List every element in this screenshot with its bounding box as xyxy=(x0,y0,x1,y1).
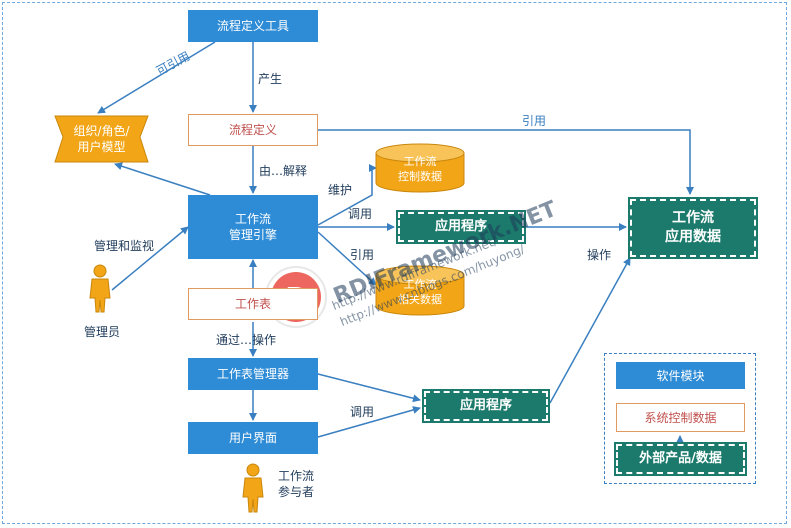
edge-label-reference-mid: 引用 xyxy=(350,248,375,262)
process-definition-label: 流程定义 xyxy=(228,123,277,137)
process-definition: 流程定义 xyxy=(188,114,318,146)
workflow-related-data: 工作流 相关数据 xyxy=(376,273,464,311)
edge-appbottom-to-appdata xyxy=(549,257,631,404)
workflow-application-data-label: 工作流 应用数据 xyxy=(665,210,721,245)
admin-person-icon xyxy=(89,264,111,313)
process-definition-tool-label: 流程定义工具 xyxy=(216,19,289,33)
worklist-label: 工作表 xyxy=(234,297,271,311)
edge-label-maintain: 维护 xyxy=(328,183,353,197)
edge-def-to-appdata xyxy=(318,129,694,195)
org-model-shape xyxy=(54,115,149,163)
worklist-manager-label: 工作表管理器 xyxy=(216,367,289,381)
worklist-manager: 工作表管理器 xyxy=(188,358,318,390)
application-program-top-label: 应用程序 xyxy=(434,219,487,234)
worklist: 工作表 xyxy=(188,288,318,320)
workflow-control-data-label: 工作流 控制数据 xyxy=(398,155,442,183)
participant-person-icon xyxy=(242,463,264,513)
workflow-engine: 工作流 管理引擎 xyxy=(188,195,318,259)
legend-system-control-data-label: 系统控制数据 xyxy=(644,410,717,425)
edge-engine-to-related xyxy=(317,231,377,286)
org-role-user-model-label: 组织/角色/ 用户模型 xyxy=(73,124,130,154)
edge-admin-to-engine xyxy=(111,226,189,291)
edge-tool-to-org xyxy=(97,41,216,114)
edge-label-produce: 产生 xyxy=(258,72,283,86)
control-data-cylinder xyxy=(375,143,465,193)
application-program-bottom: 应用程序 xyxy=(422,389,550,423)
edge-ui-to-app xyxy=(317,406,421,438)
legend-external-product: 外部产品/数据 xyxy=(614,442,747,476)
workflow-related-data-label: 工作流 相关数据 xyxy=(398,278,442,306)
legend xyxy=(604,353,756,484)
edge-label-call-top: 调用 xyxy=(348,207,373,221)
edge-label-reference-top: 引用 xyxy=(522,114,547,128)
legend-external-product-label: 外部产品/数据 xyxy=(639,451,722,466)
admin-label: 管理员 xyxy=(84,325,121,339)
workflow-control-data: 工作流 控制数据 xyxy=(376,150,464,188)
application-program-bottom-label: 应用程序 xyxy=(459,398,512,413)
legend-software-module-label: 软件模块 xyxy=(656,368,705,383)
org-role-user-model: 组织/角色/ 用户模型 xyxy=(55,116,148,162)
edge-label-call-bottom: 调用 xyxy=(350,405,375,419)
edge-label-manage-monitor: 管理和监视 xyxy=(94,239,155,253)
legend-software-module: 软件模块 xyxy=(616,362,745,389)
workflow-application-data: 工作流 应用数据 xyxy=(628,197,758,259)
edge-label-interpret: 由…解释 xyxy=(259,164,308,178)
legend-system-control-data: 系统控制数据 xyxy=(616,403,745,432)
user-interface-label: 用户界面 xyxy=(228,431,277,445)
edge-manager-to-app xyxy=(317,373,421,403)
application-program-top: 应用程序 xyxy=(396,210,526,244)
edge-engine-to-control xyxy=(317,164,377,226)
edge-label-via-operate: 通过…操作 xyxy=(216,333,277,347)
participant-label: 工作流 参与者 xyxy=(278,469,315,499)
process-definition-tool: 流程定义工具 xyxy=(188,10,318,42)
edge-engine-to-org xyxy=(114,162,211,196)
user-interface: 用户界面 xyxy=(188,422,318,454)
related-data-cylinder xyxy=(375,265,465,316)
edge-label-operate: 操作 xyxy=(587,248,612,262)
workflow-engine-label: 工作流 管理引擎 xyxy=(228,212,277,242)
